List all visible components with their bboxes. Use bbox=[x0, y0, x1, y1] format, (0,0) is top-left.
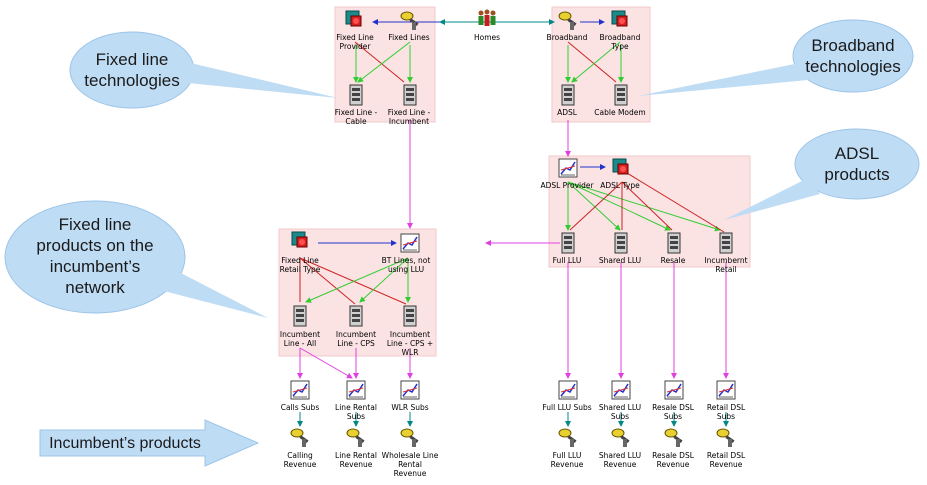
node-incumbent-line-all: Incumbent Line - All bbox=[279, 330, 321, 348]
edges bbox=[297, 19, 729, 427]
node-shared-llu-subs: Shared LLU Subs bbox=[598, 403, 642, 421]
node-fixed-line-incumbent: Fixed Line - Incumbent bbox=[387, 108, 431, 126]
node-broadband-type: Broadband Type bbox=[599, 33, 641, 51]
node-fixed-lines: Fixed Lines bbox=[388, 33, 430, 42]
node-retail-dsl-subs: Retail DSL Subs bbox=[706, 403, 746, 421]
node-broadband: Broadband bbox=[546, 33, 588, 42]
node-homes: Homes bbox=[473, 33, 501, 42]
node-calls-subs: Calls Subs bbox=[280, 403, 320, 412]
node-calling-revenue: Calling Revenue bbox=[283, 451, 317, 469]
node-incumbent-line-cps-wlr: Incumbent Line - CPS + WLR bbox=[386, 330, 434, 357]
callout-fixed-line-technologies bbox=[69, 31, 338, 109]
node-fixed-line-retail-type: Fixed Line Retail Type bbox=[279, 256, 321, 274]
node-incumbent-retail: Incumbernt Retail bbox=[704, 256, 748, 274]
node-fixed-line-cable: Fixed Line - Cable bbox=[334, 108, 378, 126]
node-shared-llu-revenue: Shared LLU Revenue bbox=[598, 451, 642, 469]
node-fixed-line-provider: Fixed Line Provider bbox=[336, 33, 374, 51]
node-adsl: ADSL bbox=[557, 108, 577, 117]
node-shared-llu: Shared LLU bbox=[598, 256, 642, 265]
node-full-llu-subs: Full LLU Subs bbox=[542, 403, 592, 412]
node-retail-dsl-revenue: Retail DSL Revenue bbox=[706, 451, 746, 469]
node-cable-modem: Cable Modem bbox=[594, 108, 646, 117]
node-wlr-subs: WLR Subs bbox=[391, 403, 429, 412]
callout-incumbents-products bbox=[39, 419, 260, 467]
node-adsl-provider: ADSL Provider bbox=[540, 181, 594, 190]
node-adsl-type: ADSL Type bbox=[600, 181, 640, 190]
node-line-rental-revenue: Line Rental Revenue bbox=[335, 451, 377, 469]
group-adsl-products bbox=[548, 155, 751, 268]
node-resale: Resale bbox=[660, 256, 686, 265]
callout-broadband-technologies bbox=[638, 19, 914, 96]
node-resale-dsl-subs: Resale DSL Subs bbox=[652, 403, 694, 421]
callout-fixed-line-products bbox=[4, 200, 268, 318]
node-wholesale-line-rental-revenue: Wholesale Line Rental Revenue bbox=[381, 451, 439, 478]
node-incumbent-line-cps: Incumbent Line - CPS bbox=[335, 330, 377, 348]
node-line-rental-subs: Line Rental Subs bbox=[335, 403, 377, 421]
node-full-llu-revenue: Full LLU Revenue bbox=[550, 451, 584, 469]
node-full-llu: Full LLU bbox=[552, 256, 582, 265]
callout-adsl-products bbox=[724, 128, 920, 220]
node-bt-lines: BT Lines, not using LLU bbox=[381, 256, 431, 274]
node-resale-dsl-revenue: Resale DSL Revenue bbox=[652, 451, 694, 469]
